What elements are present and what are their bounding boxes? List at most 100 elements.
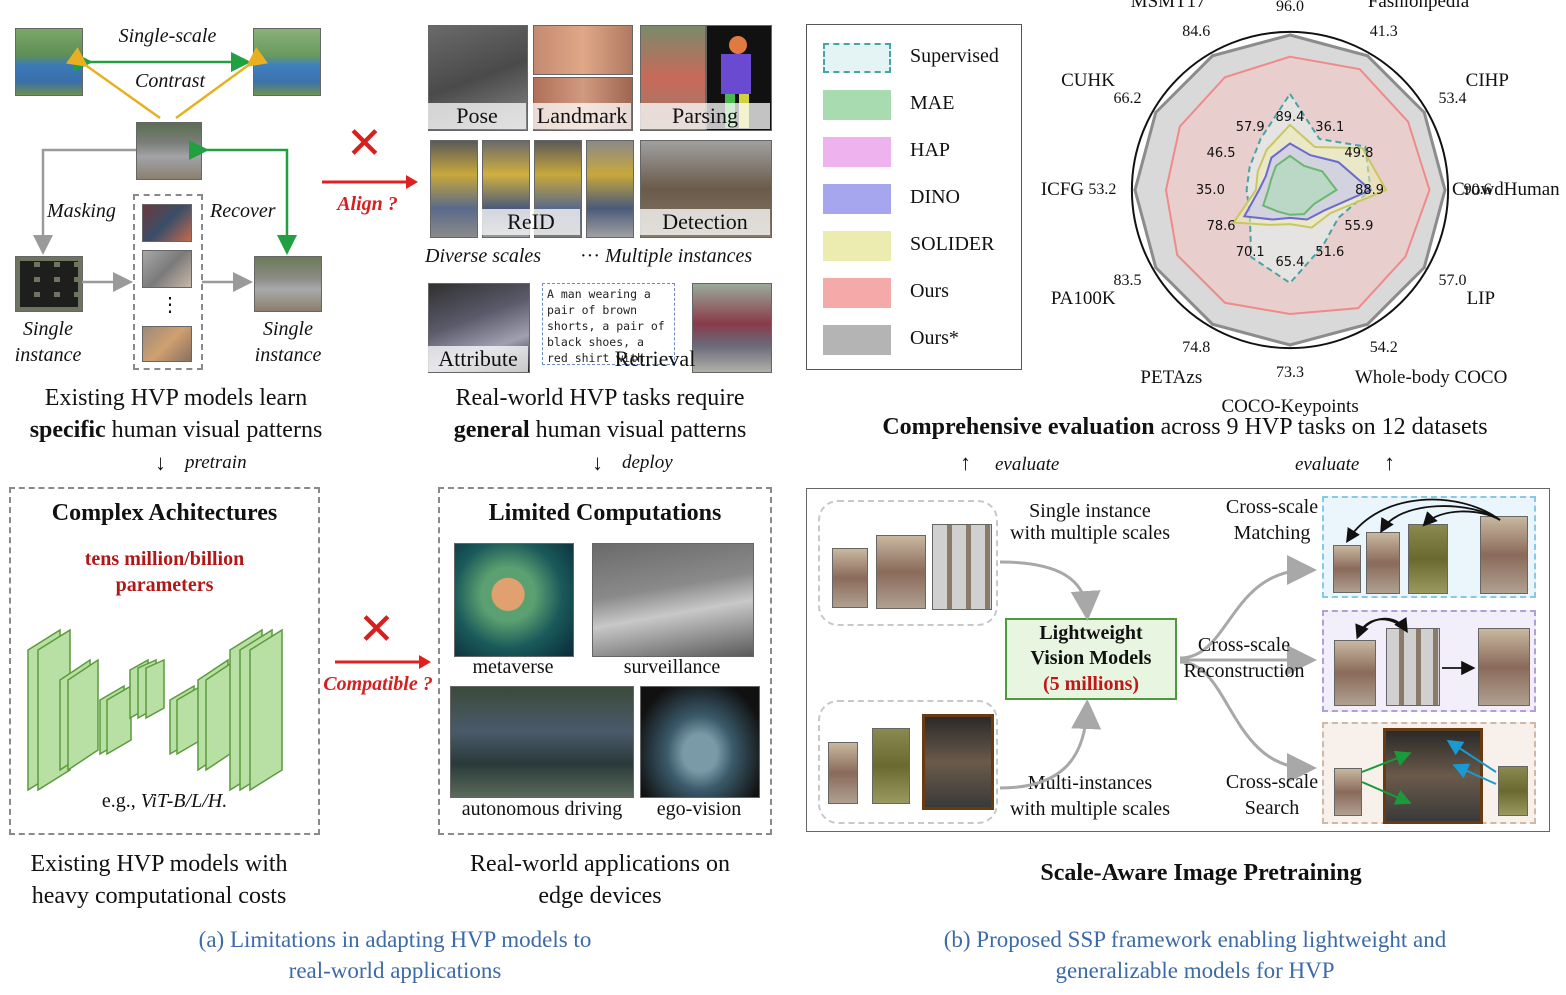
radar-axis-label: MSMT17 <box>1130 0 1206 12</box>
evaluate-right-label: evaluate <box>1295 454 1360 475</box>
reid-image-4 <box>586 140 634 238</box>
reid-label: ReID <box>482 209 580 235</box>
params-line2: parameters <box>115 574 214 596</box>
masking-label: Masking <box>47 200 116 222</box>
retrieval-label: Retrieval <box>614 346 696 371</box>
recon-img-2 <box>1386 628 1440 706</box>
retrieval-image <box>692 283 772 373</box>
specific-word: specific <box>29 417 106 443</box>
deploy-arrow: ↓ <box>592 450 603 475</box>
metaverse-image <box>454 543 574 657</box>
radar-inner-value: 36.1 <box>1315 119 1345 135</box>
recovered-photo <box>254 256 322 312</box>
radar-axis-label: CrowdHuman <box>1452 179 1560 200</box>
limited-title: Limited Computations <box>488 500 722 526</box>
recon-img-3 <box>1478 628 1530 706</box>
legend-label: DINO <box>910 186 960 208</box>
legend-label: Ours <box>910 280 949 302</box>
heavy-cost-line1: Existing HVP models with <box>30 851 288 877</box>
align-arrow <box>322 175 418 189</box>
legend-label: MAE <box>910 92 955 114</box>
recon-line1: Cross-scale <box>1197 634 1291 656</box>
metaverse-label: metaverse <box>472 656 554 678</box>
legend-swatch-dino <box>823 184 891 214</box>
matching-img-1 <box>1333 545 1361 593</box>
patch-3 <box>142 326 192 362</box>
left-top-arrows <box>33 47 297 292</box>
patch-ellipsis: ⋮ <box>160 294 180 316</box>
framework-flow-arrows <box>999 555 1317 790</box>
evaluate-right-arrow: ↑ <box>1384 450 1395 475</box>
legend-label: HAP <box>910 139 951 161</box>
single-instance-right-2: instance <box>254 344 322 366</box>
contrast-label: Contrast <box>134 70 206 92</box>
girl-medium-2 <box>872 728 910 804</box>
recon-line2: Reconstruction <box>1183 660 1305 682</box>
pretrain-arrow: ↓ <box>155 450 166 475</box>
radar-outer-value: 53.4 <box>1438 89 1467 107</box>
evaluate-left-arrow: ↑ <box>960 450 971 475</box>
single-multi-line2: with multiple scales <box>1010 522 1170 544</box>
radar-axis-label: PETAzs <box>1140 367 1203 389</box>
caption-b-line2: generalizable models for HVP <box>1055 958 1335 983</box>
matching-arrows <box>1346 498 1501 544</box>
radar-outer-value: 84.6 <box>1182 22 1211 40</box>
heavy-cost-line2: heavy computational costs <box>31 883 287 909</box>
girl-small-1 <box>832 548 868 608</box>
align-x-icon: ✕ <box>346 118 383 169</box>
multiple-instances-label: Multiple instances <box>605 245 753 267</box>
radar-inner-value: 78.6 <box>1206 218 1236 234</box>
single-instance-left-2: instance <box>14 344 82 366</box>
compatible-arrow <box>335 655 431 669</box>
radar-axis-label: ICFG <box>1040 179 1085 200</box>
masked-photo <box>15 256 83 312</box>
legend-swatch-ours- <box>823 325 891 355</box>
retrieval-text: A man wearing a pair of brown shorts, a … <box>547 287 665 365</box>
girl-medium-1 <box>876 535 926 609</box>
radar-outer-value: 53.2 <box>1088 181 1117 198</box>
radar-series-mae <box>1261 154 1338 216</box>
matching-img-3 <box>1408 524 1448 594</box>
framework-title: Scale-Aware Image Pretraining <box>1040 860 1362 886</box>
radar-inner-value: 51.6 <box>1315 245 1345 261</box>
radar-inner-value: 70.1 <box>1235 245 1265 261</box>
legend-swatch-mae <box>823 90 891 120</box>
surveillance-label: surveillance <box>623 656 721 678</box>
radar-axis-label: LIP <box>1466 287 1496 309</box>
radar-inner-value: 49.8 <box>1344 146 1374 162</box>
radar-inner-value: 46.5 <box>1206 146 1236 162</box>
edge-line1: Real-world applications on <box>470 851 730 877</box>
legend-swatch-supervised <box>823 43 891 73</box>
pose-label: Pose <box>428 103 526 129</box>
compatible-label: Compatible ? <box>323 673 433 695</box>
surveillance-image <box>592 543 754 657</box>
girl-large-2 <box>922 714 994 810</box>
attribute-label: Attribute <box>428 346 528 372</box>
recon-img-1 <box>1334 640 1376 706</box>
matching-img-4 <box>1480 516 1528 594</box>
matching-line2: Matching <box>1233 522 1311 544</box>
align-label: Align ? <box>337 193 398 215</box>
search-img-olive <box>1498 766 1528 816</box>
autonomous-label: autonomous driving <box>461 798 623 820</box>
realworld-tasks-line1: Real-world HVP tasks require <box>455 385 745 411</box>
matching-line1: Cross-scale <box>1225 496 1319 518</box>
reid-image-1 <box>430 140 478 238</box>
single-instance-right-1: Single <box>263 318 313 340</box>
landmark-label: Landmark <box>533 103 631 129</box>
girl-small-2 <box>828 742 858 804</box>
legend-swatch-solider <box>823 231 891 261</box>
lightweight-model-box <box>1005 618 1177 700</box>
evaluate-left-label: evaluate <box>995 454 1060 475</box>
network-architecture-graphic <box>27 628 283 792</box>
ego-vision-image <box>640 686 760 798</box>
compatible-x-icon: ✕ <box>358 604 395 655</box>
pretrain-label: pretrain <box>185 452 247 473</box>
radar-outer-value: 90.6 <box>1463 181 1492 198</box>
search-line2: Search <box>1244 797 1300 819</box>
recon-arrows <box>1355 617 1476 676</box>
search-line1: Cross-scale <box>1225 771 1319 793</box>
single-scale-label: Single-scale <box>118 25 217 47</box>
radar-outer-value: 73.3 <box>1276 363 1304 381</box>
radar-inner-value: 89.4 <box>1275 109 1305 125</box>
